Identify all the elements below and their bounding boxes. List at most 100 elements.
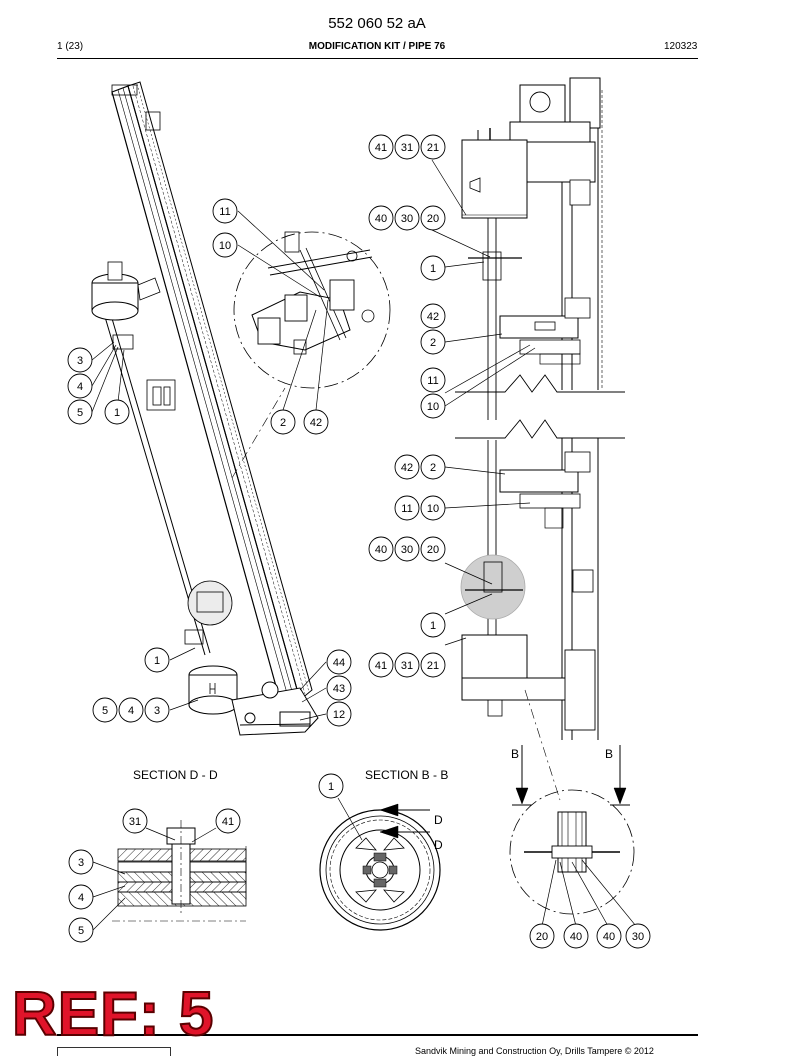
- callout-circle: [563, 923, 589, 949]
- callout-bl-1: 1: [144, 647, 170, 673]
- callout-r2-41: 41: [368, 652, 394, 678]
- leaders-b-detail: [541, 859, 637, 927]
- callout-circle: [368, 536, 394, 562]
- rod-support-lower: [184, 580, 233, 645]
- callout-number: 20: [536, 931, 548, 943]
- callout-circle: [420, 134, 446, 160]
- callout-circle: [394, 495, 420, 521]
- callout-number: 3: [77, 355, 83, 367]
- callout-circle: [420, 536, 446, 562]
- callout-r2-21: 21: [420, 652, 446, 678]
- callout-r2-30: 30: [394, 536, 420, 562]
- callout-dd-5: 5: [68, 917, 94, 943]
- section-arrow-d-bottom: D: [434, 838, 443, 852]
- callout-bl-4: 4: [118, 697, 144, 723]
- callout-number: 40: [375, 544, 387, 556]
- callout-r2-2: 2: [420, 454, 446, 480]
- callout-number: 20: [427, 213, 439, 225]
- callout-det-42: 42: [303, 409, 329, 435]
- callout-circle: [68, 917, 94, 943]
- callout-circle: [368, 205, 394, 231]
- callout-circle: [420, 303, 446, 329]
- callout-r-41: 41: [368, 134, 394, 160]
- beam-foot: [231, 681, 319, 736]
- callout-number: 10: [427, 503, 439, 515]
- callout-r-40: 40: [368, 205, 394, 231]
- callout-bl-5: 5: [92, 697, 118, 723]
- callout-dd-3: 3: [68, 849, 94, 875]
- callout-number: 40: [570, 931, 582, 943]
- callout-r2-10: 10: [420, 495, 446, 521]
- callout-number: 5: [77, 407, 83, 419]
- section-arrow-b-left: B: [511, 747, 519, 761]
- callout-circle: [326, 675, 352, 701]
- callout-dd-4: 4: [68, 884, 94, 910]
- leader-bb-1: [337, 797, 363, 841]
- callout-r2-40: 40: [368, 536, 394, 562]
- page-number: 1 (23): [57, 41, 84, 52]
- callout-left-5: 5: [67, 399, 93, 425]
- callout-r-31: 31: [394, 134, 420, 160]
- document-date: 120323: [664, 41, 698, 52]
- callout-circle: [303, 409, 329, 435]
- callout-number: 1: [430, 620, 436, 632]
- callout-number: 4: [77, 381, 83, 393]
- callout-circle: [420, 454, 446, 480]
- callout-circle: [67, 373, 93, 399]
- callout-number: 41: [222, 816, 234, 828]
- callout-r2-42: 42: [394, 454, 420, 480]
- callout-r-1: 1: [420, 255, 446, 281]
- callout-circle: [68, 849, 94, 875]
- callout-circle: [67, 399, 93, 425]
- section-bb-label: SECTION B - B: [365, 768, 448, 782]
- callout-det-2: 2: [270, 409, 296, 435]
- callout-bm-44: 44: [326, 649, 352, 675]
- callout-circle: [394, 536, 420, 562]
- callout-circle: [144, 647, 170, 673]
- callout-number: 2: [430, 462, 436, 474]
- callout-r-11: 11: [420, 367, 446, 393]
- callout-number: 30: [401, 213, 413, 225]
- callout-circle: [420, 367, 446, 393]
- rod-support-upper: [112, 334, 176, 411]
- callout-number: 10: [427, 401, 439, 413]
- callout-number: 2: [280, 417, 286, 429]
- callout-r-42: 42: [420, 303, 446, 329]
- callout-circle: [326, 701, 352, 727]
- callout-circle: [118, 697, 144, 723]
- callout-circle: [122, 808, 148, 834]
- section-bb: [319, 803, 441, 931]
- callout-circle: [212, 198, 238, 224]
- callout-circle: [212, 232, 238, 258]
- callout-bb-1: 1: [318, 773, 344, 799]
- callout-circle: [368, 134, 394, 160]
- callout-number: 43: [333, 683, 345, 695]
- callout-circle: [420, 393, 446, 419]
- callout-circle: [529, 923, 555, 949]
- callout-number: 2: [430, 337, 436, 349]
- callout-circle: [368, 652, 394, 678]
- sandvik-logo: [57, 1047, 171, 1056]
- callout-dd-41: 41: [215, 808, 241, 834]
- callout-number: 11: [427, 375, 438, 387]
- callout-circle: [394, 454, 420, 480]
- callout-circle: [420, 612, 446, 638]
- callout-dd-31: 31: [122, 808, 148, 834]
- footer-rule: [57, 1034, 698, 1036]
- callout-bs-20: 20: [529, 923, 555, 949]
- callout-number: 1: [430, 263, 436, 275]
- callout-number: 42: [427, 311, 439, 323]
- leaders-left: [91, 210, 329, 721]
- leaders-dd: [92, 827, 217, 931]
- callout-number: 10: [219, 240, 231, 252]
- callout-number: 31: [401, 660, 413, 672]
- callout-r2-20: 20: [420, 536, 446, 562]
- callout-number: 41: [375, 142, 387, 154]
- callout-number: 30: [401, 544, 413, 556]
- callout-r2-1: 1: [420, 612, 446, 638]
- callout-number: 5: [78, 925, 84, 937]
- callout-circle: [67, 347, 93, 373]
- rotation-unit-lower: [188, 665, 238, 715]
- callout-r2-31: 31: [394, 652, 420, 678]
